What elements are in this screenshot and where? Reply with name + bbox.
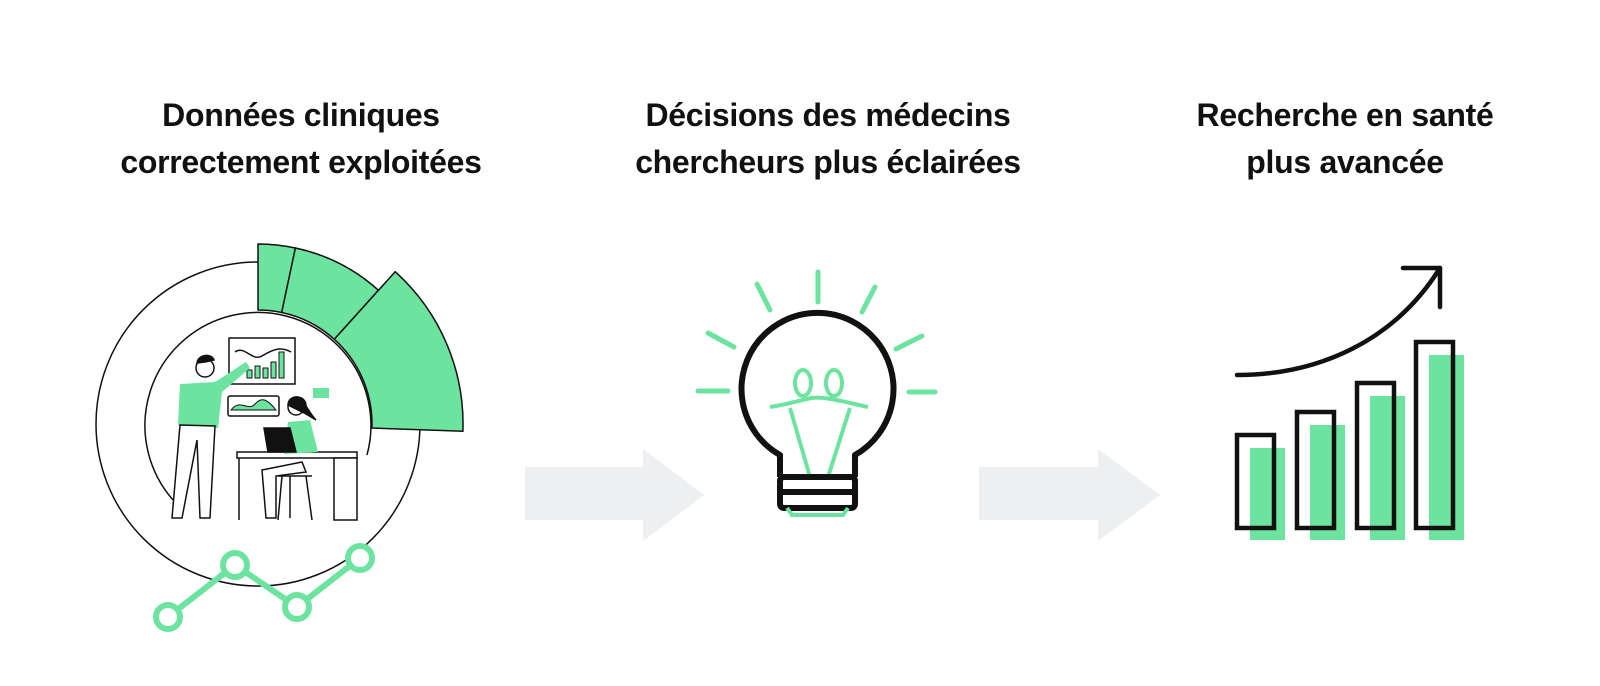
inner-ring [144,311,372,501]
bar-fill-1 [1250,448,1285,540]
board-bars [246,351,285,379]
step-2-title: Décisions des médecins chercheurs plus é… [568,92,1088,186]
chair [277,475,313,521]
trend-point [282,592,312,622]
woman-legs [261,461,308,519]
step-3-title-line1: Recherche en santé [1196,97,1494,133]
bar-fill-4 [1429,355,1464,540]
step-3-title: Recherche en santé plus avancée [1085,92,1600,186]
step-1-title-line2: correctement exploitées [120,144,482,180]
bar-fill-2 [1310,425,1345,540]
step-3-title-line2: plus avancée [1246,144,1444,180]
bar-fill-3 [1370,396,1405,540]
message-icon [313,388,329,398]
bar-outline-2 [1294,409,1337,531]
man-legs [171,424,216,519]
bar-outline-4 [1413,339,1456,531]
flow-arrow-2 [979,449,1160,541]
trend-line-chart [153,543,375,632]
trend-point [153,602,183,632]
laptop [263,427,297,453]
trend-point [220,550,250,580]
ring-segment-3 [333,270,464,432]
filament [769,368,869,478]
step-1-title-line1: Données cliniques [162,97,440,133]
bulb-glass [738,309,897,477]
desk [236,451,358,521]
step-2-title-line2: chercheurs plus éclairées [635,144,1021,180]
trend-point [345,543,375,573]
light-rays [695,269,938,395]
growth-bar-chart-icon [1234,265,1464,540]
trend-up-arrow-icon [1234,265,1443,378]
step-1-title: Données cliniques correctement exploitée… [41,92,561,186]
bar-outline-3 [1354,380,1397,531]
bar-outline-1 [1234,432,1277,531]
data-analysis-illustration [95,243,464,587]
man-shirt [178,362,250,428]
flow-arrow-1 [525,449,704,541]
step-2-title-line1: Décisions des médecins [645,97,1011,133]
lightbulb-icon [695,269,938,517]
